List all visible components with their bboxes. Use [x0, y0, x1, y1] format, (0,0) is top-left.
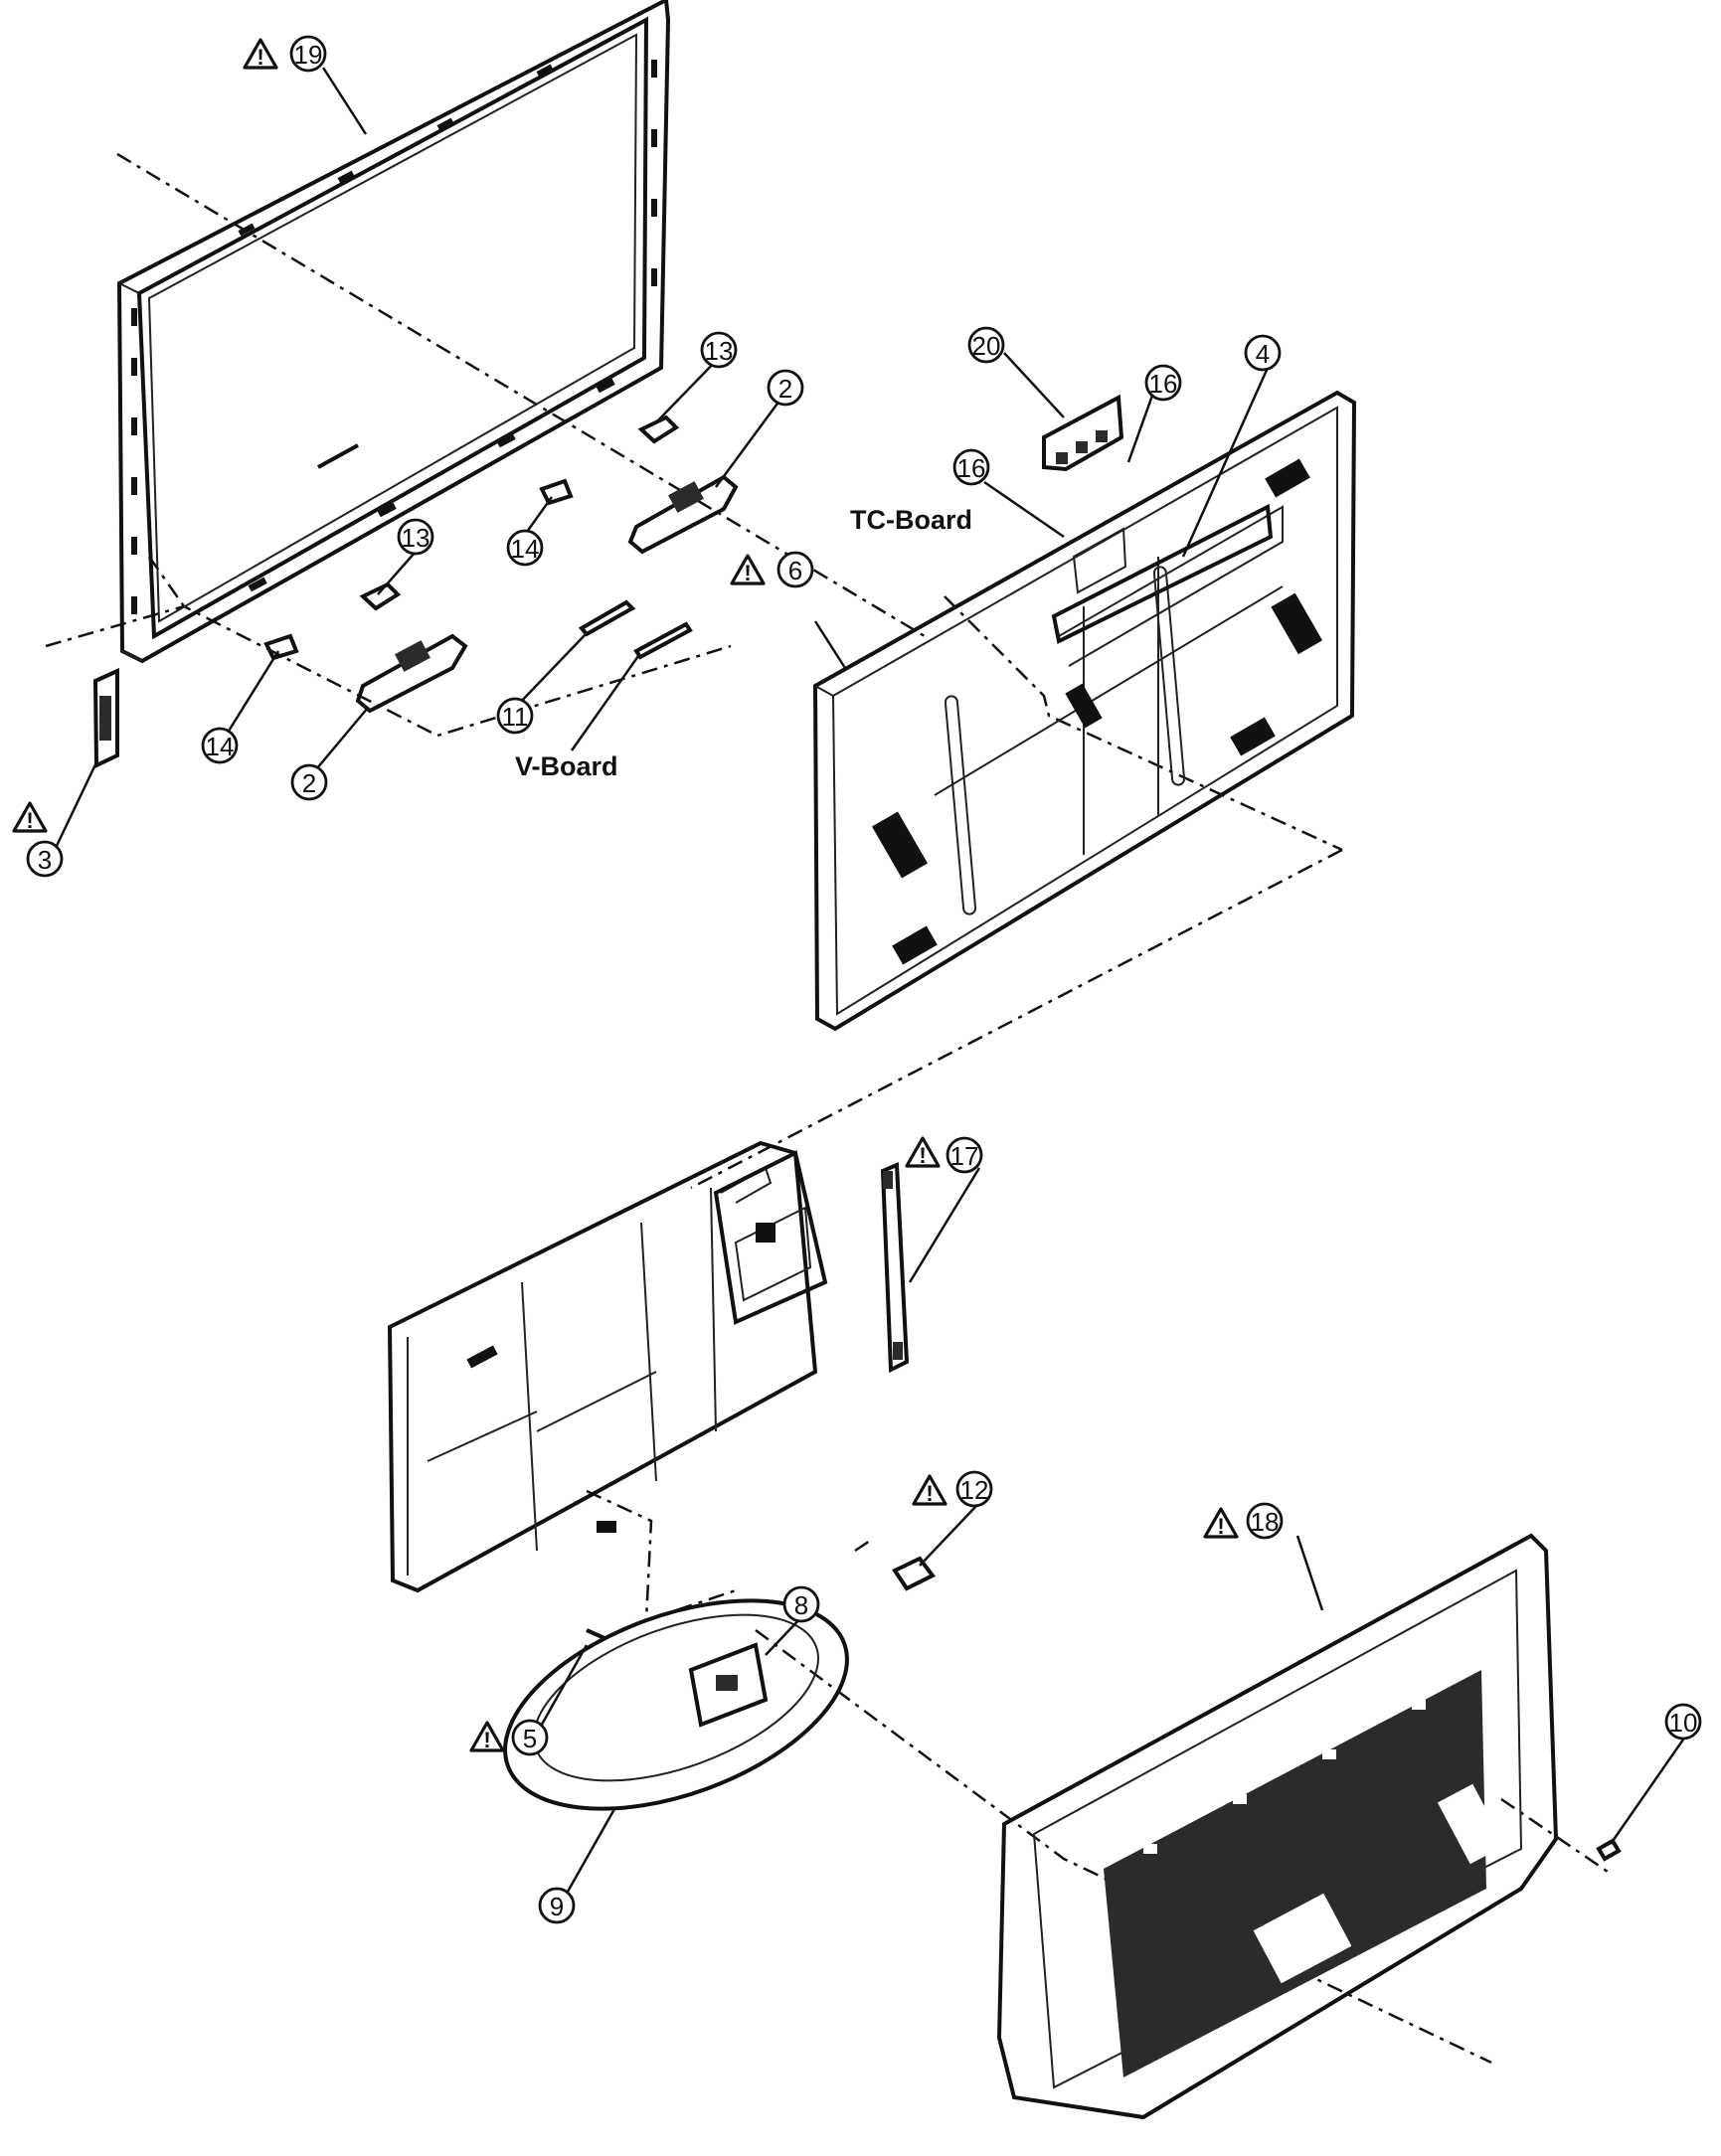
callout-2-upper: 2	[767, 369, 804, 407]
svg-text:2: 2	[302, 768, 316, 798]
callout-4: 4	[1244, 334, 1282, 372]
svg-text:!: !	[744, 561, 751, 585]
part-3-module	[92, 667, 119, 769]
chassis-frame	[387, 1140, 828, 1593]
svg-text:16: 16	[957, 453, 986, 483]
callout-14-lower: 14	[201, 727, 239, 764]
screw-5	[586, 1628, 605, 1640]
callout-11: 11	[496, 697, 534, 735]
callout-3: 3	[26, 840, 64, 878]
svg-text:18: 18	[1251, 1507, 1280, 1537]
svg-text:3: 3	[38, 845, 52, 875]
svg-text:4: 4	[1256, 339, 1270, 369]
svg-text:13: 13	[705, 336, 734, 366]
warning-icon-3: !	[12, 801, 48, 833]
svg-text:12: 12	[960, 1475, 989, 1505]
part-10-cap	[1596, 1838, 1622, 1862]
tc-board	[1051, 503, 1274, 644]
svg-text:5: 5	[523, 1724, 537, 1753]
svg-text:!: !	[926, 1481, 933, 1506]
callout-13-lower: 13	[397, 518, 434, 556]
bracket-20	[1042, 394, 1124, 472]
clip-14-lower	[263, 633, 299, 661]
svg-text:16: 16	[1149, 369, 1178, 399]
svg-text:!: !	[1217, 1514, 1224, 1539]
board-11	[578, 599, 636, 637]
callout-9: 9	[538, 1887, 576, 1924]
bracket-13-lower	[359, 581, 402, 611]
speaker-left	[355, 633, 468, 714]
callout-14-upper: 14	[506, 529, 544, 567]
svg-text:13: 13	[402, 523, 430, 553]
warning-icon-19: !	[243, 38, 278, 70]
v-board	[633, 621, 693, 660]
svg-text:!: !	[257, 45, 263, 70]
warning-icon-5: !	[469, 1721, 505, 1752]
svg-text:10: 10	[1669, 1708, 1698, 1738]
callout-13-upper: 13	[700, 331, 738, 369]
callout-18: 18	[1246, 1502, 1284, 1540]
callout-17: 17	[946, 1136, 983, 1174]
callout-19: 19	[289, 35, 327, 73]
svg-text:14: 14	[511, 534, 540, 564]
callout-12: 12	[955, 1470, 993, 1508]
warning-icon-6: !	[730, 554, 766, 585]
rear-cover	[996, 1533, 1559, 2120]
callout-6: 6	[776, 551, 814, 588]
svg-text:8: 8	[794, 1590, 808, 1620]
callout-16-upper: 16	[1144, 364, 1182, 402]
svg-text:6: 6	[788, 556, 802, 585]
svg-text:11: 11	[502, 702, 529, 732]
warning-icon-17: !	[905, 1136, 941, 1168]
svg-text:!: !	[919, 1143, 926, 1168]
leader-lines	[53, 67, 1685, 1900]
stand-neck	[688, 1642, 769, 1728]
svg-text:17: 17	[950, 1141, 979, 1171]
front-bezel	[116, 0, 671, 664]
callout-5: 5	[511, 1719, 549, 1756]
callout-8: 8	[782, 1585, 820, 1623]
callout-10: 10	[1664, 1703, 1702, 1741]
part-17-bar	[880, 1162, 910, 1374]
plasma-panel	[812, 390, 1357, 1032]
clip-14-upper	[539, 478, 574, 506]
warning-icon-12: !	[912, 1474, 947, 1506]
v-board-label: V-Board	[515, 751, 618, 781]
callout-20: 20	[967, 326, 1005, 364]
svg-text:!: !	[26, 808, 33, 833]
part-12-bracket	[892, 1556, 937, 1591]
svg-text:9: 9	[550, 1892, 564, 1921]
warning-icon-18: !	[1203, 1507, 1239, 1539]
svg-text:19: 19	[294, 40, 323, 70]
tc-board-label: TC-Board	[850, 505, 972, 535]
svg-text:2: 2	[778, 374, 792, 404]
svg-text:14: 14	[206, 732, 235, 761]
callout-2-lower: 2	[290, 763, 328, 801]
svg-text:20: 20	[972, 331, 1001, 361]
svg-text:!: !	[483, 1728, 490, 1752]
callout-16-lower: 16	[952, 448, 990, 486]
